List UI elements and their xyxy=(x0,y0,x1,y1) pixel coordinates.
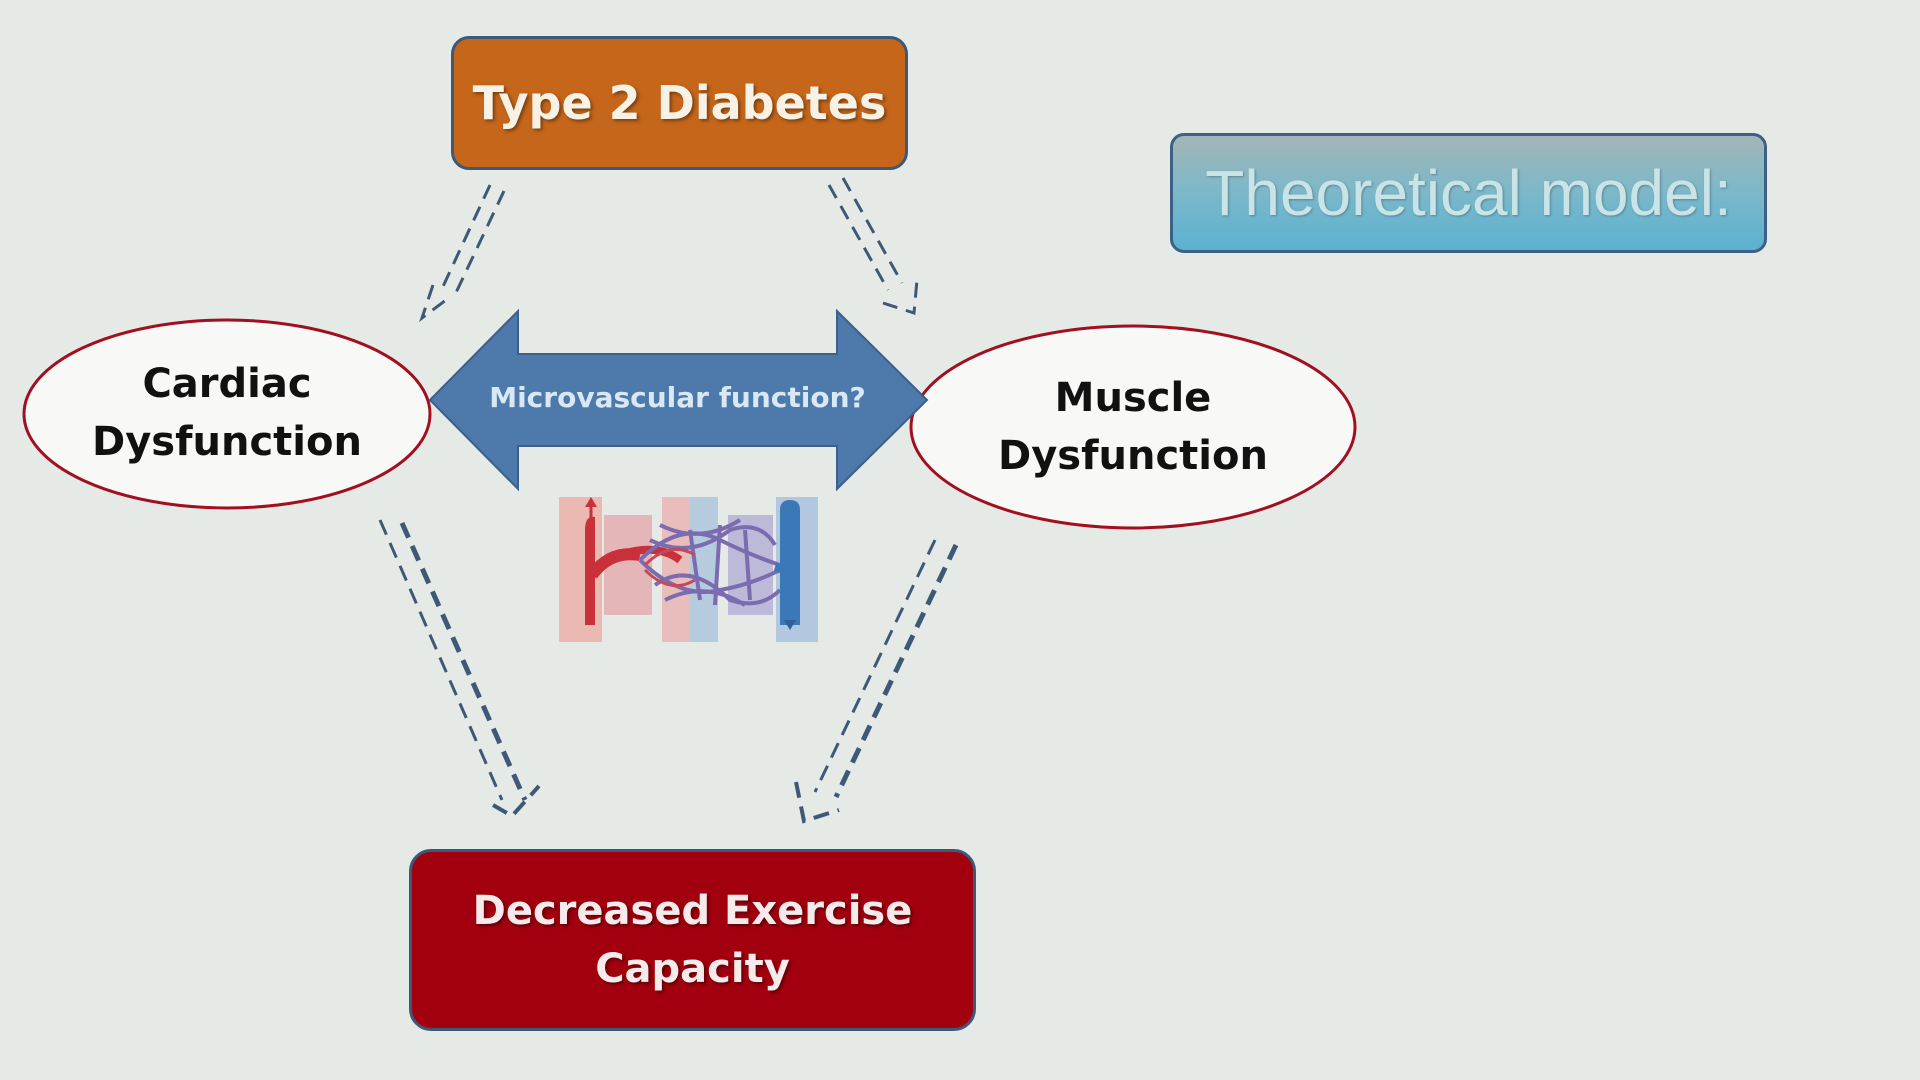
dashed-arrow-muscle-to-capacity xyxy=(794,539,959,824)
muscle-dysfunction-label: Muscle Dysfunction xyxy=(998,375,1268,479)
decreased-exercise-capacity-box: Decreased Exercise Capacity xyxy=(409,849,976,1031)
theoretical-model-badge: Theoretical model: xyxy=(1170,133,1767,253)
cardiac-dysfunction-label: Cardiac Dysfunction xyxy=(92,361,362,465)
muscle-ellipse xyxy=(909,324,1357,530)
theoretical-model-label: Theoretical model: xyxy=(1205,157,1732,229)
capillary-network-icon xyxy=(559,497,818,642)
microvascular-function-label: Microvascular function? xyxy=(489,381,866,414)
type-2-diabetes-label: Type 2 Diabetes xyxy=(472,76,887,130)
dashed-arrow-t2d-to-cardiac xyxy=(419,184,506,323)
dashed-arrow-t2d-to-muscle xyxy=(827,177,919,316)
microvascular-double-arrow xyxy=(428,308,929,492)
dashed-arrow-cardiac-to-capacity xyxy=(378,519,541,819)
cardiac-ellipse xyxy=(22,318,432,510)
decreased-exercise-capacity-label: Decreased Exercise Capacity xyxy=(472,888,913,992)
type-2-diabetes-box: Type 2 Diabetes xyxy=(451,36,908,170)
